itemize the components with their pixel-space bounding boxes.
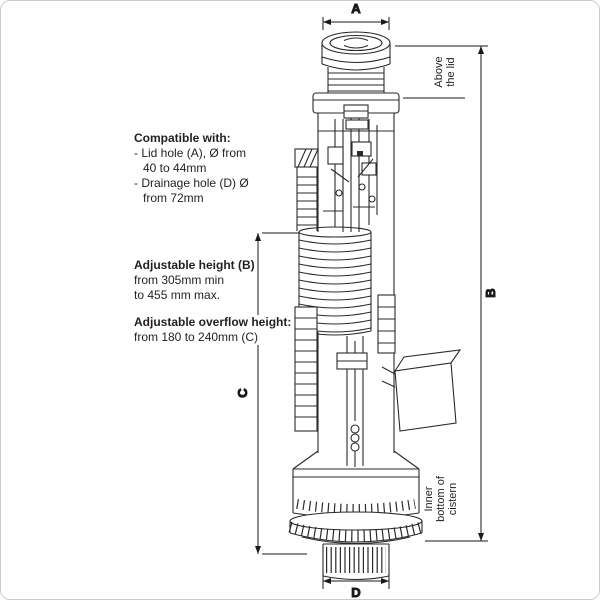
label-above-the-lid-line1: Above xyxy=(433,56,445,88)
dimension-a-arrow-right xyxy=(381,19,389,25)
dimension-c-arrow-top xyxy=(255,233,261,241)
note-overflow-height-heading: Adjustable overflow height: xyxy=(134,315,292,329)
dimension-c: C xyxy=(235,232,307,555)
threaded-neck xyxy=(327,67,385,95)
valve-base-housing xyxy=(292,450,420,519)
dimension-a-arrow-left xyxy=(323,19,331,25)
note-compatibility-line3: - Drainage hole (D) Ø xyxy=(134,176,249,190)
label-above-the-lid-line2: the lid xyxy=(445,57,457,87)
dimension-c-arrow-bottom xyxy=(255,546,261,554)
dimension-a-label: A xyxy=(351,1,361,16)
label-inner-bottom-line3: cistern xyxy=(447,482,459,516)
note-compatibility-line2: 40 to 44mm xyxy=(143,161,207,175)
dimension-b-arrow-bottom xyxy=(478,533,484,541)
note-compatibility-line4: from 72mm xyxy=(143,191,204,205)
dimension-b-arrow-top xyxy=(478,46,484,54)
adjustment-rack xyxy=(294,148,319,231)
internal-mechanism xyxy=(323,116,378,236)
lift-chain-mechanism xyxy=(336,336,368,467)
dimension-d: D xyxy=(322,573,390,600)
lid-collar xyxy=(312,92,400,119)
note-adjustable-height-line1: from 305mm min xyxy=(134,273,225,287)
label-inner-bottom-of-cistern: Inner bottom of cistern xyxy=(423,476,459,522)
note-compatibility-line1: - Lid hole (A), Ø from xyxy=(134,146,247,160)
seal-flange xyxy=(288,511,424,544)
note-overflow-height-line1: from 180 to 240mm (C) xyxy=(134,330,259,344)
push-button-cap xyxy=(321,31,391,71)
note-adjustable-height: Adjustable height (B) from 305mm min to … xyxy=(134,258,257,303)
label-inner-bottom-line1: Inner xyxy=(423,486,435,512)
label-above-the-lid: Above the lid xyxy=(433,56,457,87)
note-overflow-height: Adjustable overflow height: from 180 to … xyxy=(134,315,294,345)
note-adjustable-height-line2: to 455 mm max. xyxy=(134,288,221,302)
flush-actuator-box xyxy=(377,294,462,432)
dimension-c-label: C xyxy=(235,388,250,398)
dimension-b: B xyxy=(395,45,499,542)
outlet-thread xyxy=(322,543,390,581)
note-adjustable-height-heading: Adjustable height (B) xyxy=(134,258,255,272)
dimension-d-label: D xyxy=(351,585,360,600)
note-compatibility: Compatible with: - Lid hole (A), Ø from … xyxy=(134,131,251,206)
note-compatibility-heading: Compatible with: xyxy=(134,131,231,145)
dimension-d-arrow-right xyxy=(381,578,389,584)
ratchet-strip xyxy=(294,306,318,432)
dimension-d-arrow-left xyxy=(323,578,331,584)
label-inner-bottom-line2: bottom of xyxy=(435,476,447,522)
dimension-a: A xyxy=(322,1,390,30)
dimension-b-label: B xyxy=(483,288,498,297)
